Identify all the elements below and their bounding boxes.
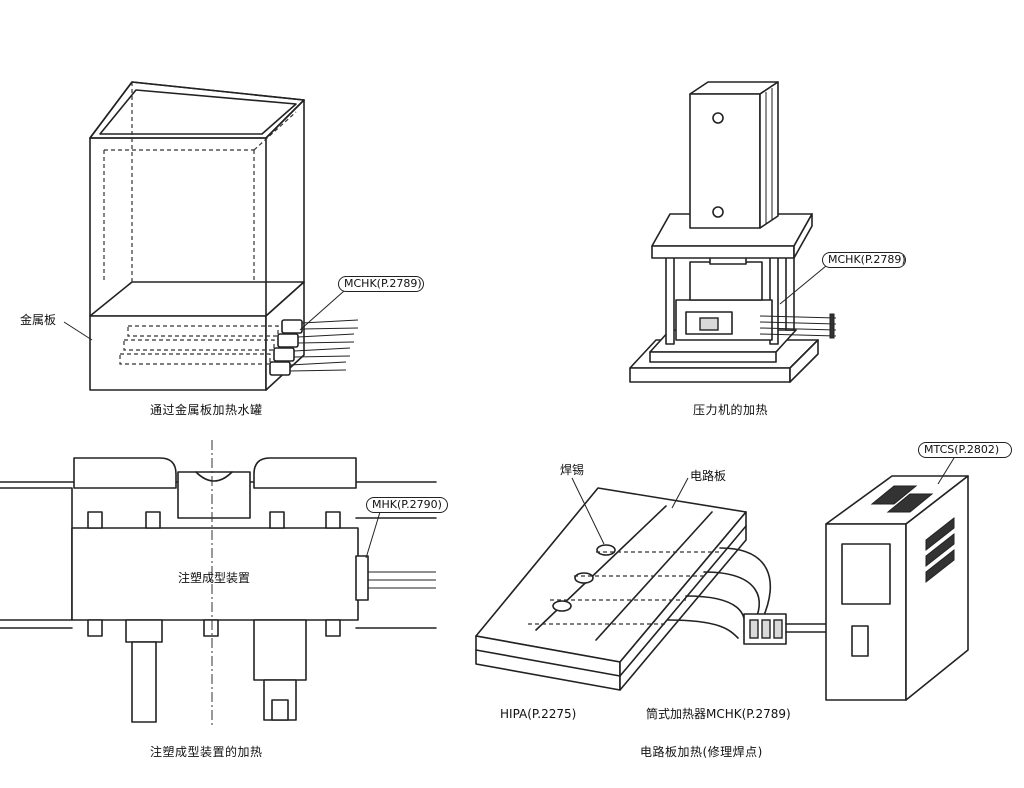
br-controller-label: MTCS(P.2802) — [924, 443, 1000, 456]
br-heater-label: 筒式加热器MCHK(P.2789) — [646, 707, 791, 721]
plate-front-face — [89, 315, 267, 391]
band-heater — [355, 555, 369, 601]
upper-mold-right — [253, 457, 357, 489]
tl-caption: 通过金属板加热水罐 — [150, 403, 263, 417]
br-caption: 电路板加热(修理焊点) — [640, 745, 763, 759]
tl-part-label: MCHK(P.2789) — [344, 277, 422, 290]
upper-mold-left — [73, 457, 177, 489]
bl-device-label: 注塑成型装置 — [178, 571, 251, 585]
bl-caption: 注塑成型装置的加热 — [150, 745, 263, 759]
mtcs-controller — [825, 475, 969, 701]
br-solder-label: 焊锡 — [560, 463, 585, 477]
press-cylinder — [689, 81, 779, 229]
tr-part-label-box — [822, 252, 906, 268]
br-plate-label: HIPA(P.2275) — [500, 707, 577, 721]
tr-part-label: MCHK(P.2789) — [828, 253, 906, 266]
tl-part-label-box — [338, 276, 424, 292]
bl-part-label-box — [366, 497, 448, 513]
injection-manifold — [71, 527, 359, 621]
tr-caption: 压力机的加热 — [693, 403, 769, 417]
injection-molding-figure — [0, 440, 437, 728]
br-controller-label-box — [918, 442, 1012, 458]
tank-heating-figure — [63, 81, 359, 391]
press-heating-figure — [629, 81, 837, 383]
tl-material-label: 金属板 — [20, 313, 57, 327]
br-board-label: 电路板 — [690, 469, 727, 483]
heater-bores — [119, 325, 279, 365]
water-tank — [89, 81, 305, 317]
cartridge-heaters — [269, 319, 359, 376]
circuit-board-figure — [475, 457, 969, 701]
bl-part-label: MHK(P.2790) — [372, 498, 442, 511]
